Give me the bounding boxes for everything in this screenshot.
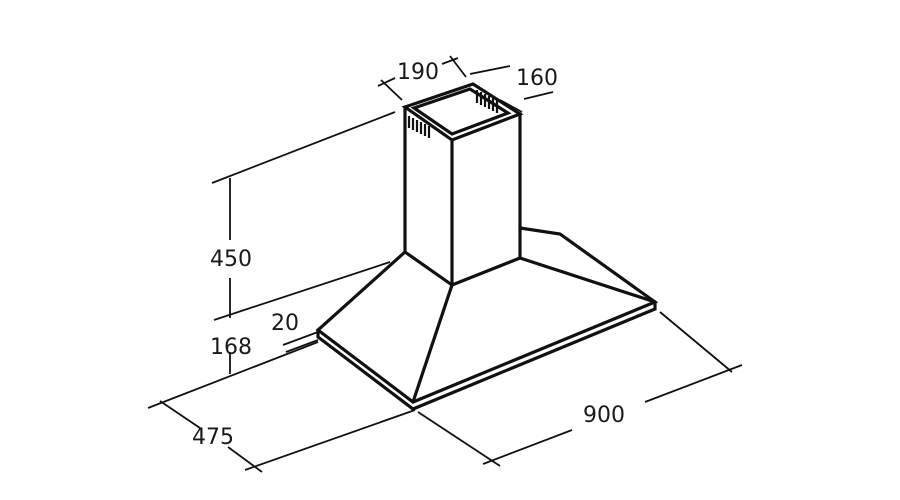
- dim-trim-thickness: [282, 331, 319, 353]
- dimension-labels: 190 160 450 168 20 475 900: [192, 60, 625, 450]
- chimney-duct: [401, 82, 524, 287]
- label-duct-width: 190: [397, 60, 439, 85]
- canopy-front-ridge: [411, 283, 454, 404]
- vent-slots-left: [407, 116, 431, 138]
- canopy: [315, 226, 659, 411]
- label-duct-height: 450: [210, 247, 252, 272]
- canopy-outline: [315, 226, 659, 404]
- label-hood-width: 900: [583, 403, 625, 428]
- duct-bottom-left: [403, 250, 454, 287]
- duct-top-inner: [410, 87, 512, 136]
- dim-canopy-height: [213, 261, 391, 374]
- vent-slots-right: [475, 90, 499, 113]
- dim-duct-height: [211, 111, 396, 318]
- dim-duct-width: [377, 55, 467, 101]
- dim-hood-depth: [147, 341, 416, 473]
- duct-bottom-right: [450, 256, 522, 287]
- label-duct-depth: 160: [516, 66, 558, 91]
- label-hood-depth: 475: [192, 425, 234, 450]
- label-canopy-height: 168: [210, 335, 252, 360]
- hood-outline: [315, 82, 659, 411]
- canopy-trim-band: [316, 300, 657, 411]
- dimension-lines: [147, 55, 743, 473]
- canopy-right-ridge: [518, 256, 657, 304]
- label-trim-thickness: 20: [271, 311, 299, 336]
- dim-hood-width: [417, 311, 743, 467]
- dim-duct-depth: [469, 65, 554, 113]
